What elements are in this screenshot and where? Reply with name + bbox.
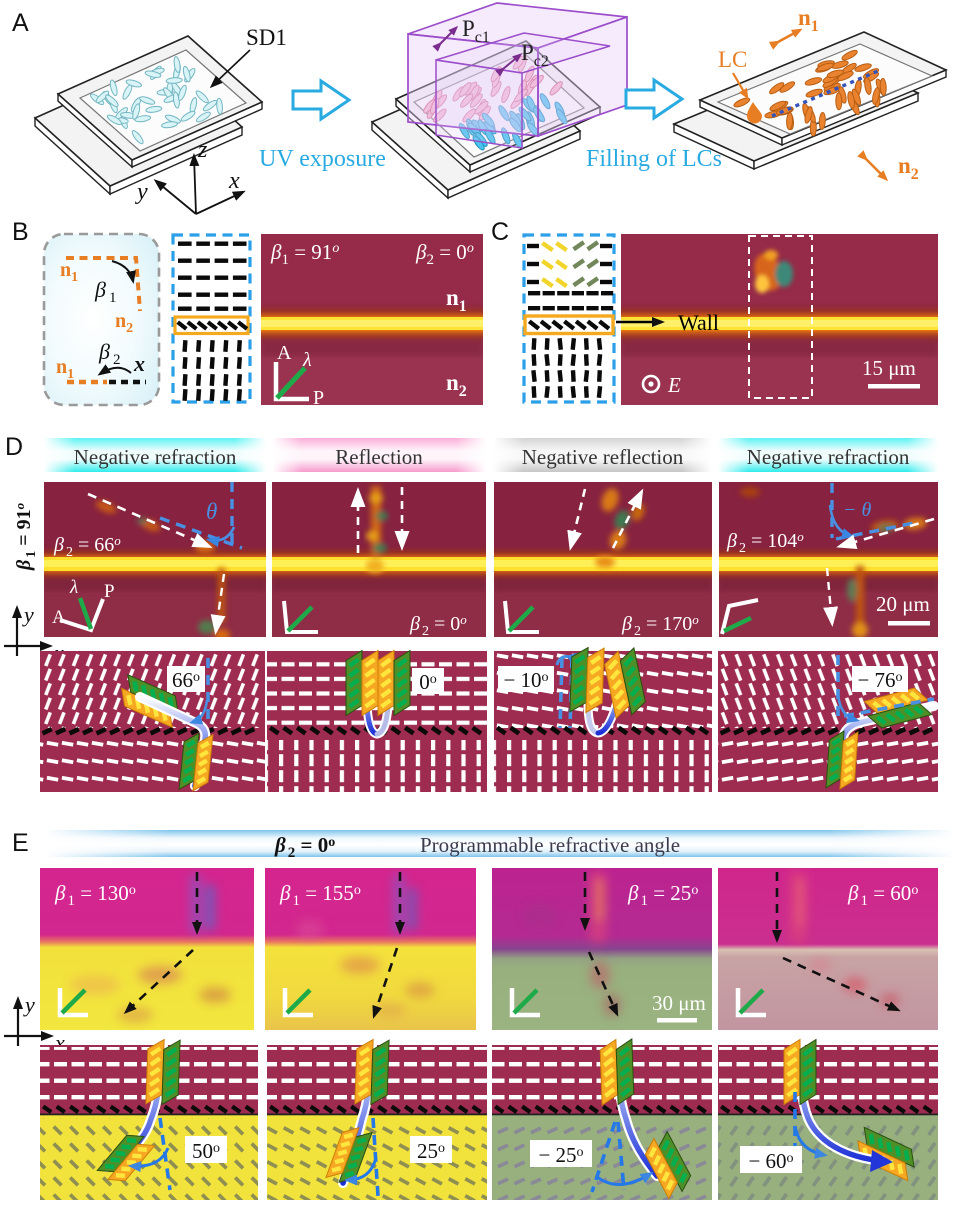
svg-text:x: x [54,1030,65,1055]
svg-text:LC: LC [718,47,747,72]
svg-text:λ: λ [302,349,312,371]
svg-text:D: D [5,433,23,461]
svg-text:− θ: − θ [843,499,871,521]
svg-text:Negative reflection: Negative reflection [522,445,684,469]
svg-text:β2 = 104o: β2 = 104o [726,529,804,556]
svg-text:y: y [22,602,34,627]
svg-text:15 μm: 15 μm [862,356,916,380]
svg-text:B: B [12,218,29,246]
svg-text:Wall: Wall [678,310,719,335]
svg-text:Reflection: Reflection [335,445,423,469]
svg-text:30 μm: 30 μm [652,991,706,1015]
svg-text:β2 = 0o: β2 = 0o [274,833,335,861]
svg-text:20 μm: 20 μm [876,592,930,616]
svg-text:UV exposure: UV exposure [259,146,386,172]
svg-text:θ: θ [206,499,217,524]
svg-text:y: y [23,992,35,1017]
svg-text:β2 = 66o: β2 = 66o [53,533,121,560]
svg-text:β1 = 91o: β1 = 91o [270,240,339,268]
svg-text:− 76o: − 76o [857,668,902,692]
svg-text:n1: n1 [798,5,819,35]
svg-text:E: E [12,829,29,857]
svg-text:C: C [491,218,509,246]
svg-text:x: x [228,168,240,194]
svg-text:A: A [52,607,66,628]
svg-text:β1 = 25o: β1 = 25o [627,881,698,909]
svg-text:Programmable refractive angle: Programmable refractive angle [420,833,680,857]
svg-text:β1 = 91o: β1 = 91o [12,502,39,571]
svg-text:n2: n2 [898,153,919,183]
svg-text:− 60o: − 60o [748,1149,793,1173]
svg-text:β1 = 60o: β1 = 60o [847,881,918,909]
svg-text:y: y [135,179,148,205]
svg-text:− 10o: − 10o [503,668,548,692]
svg-text:z: z [197,137,208,163]
svg-text:A: A [12,9,29,37]
svg-text:λ: λ [69,577,78,598]
svg-text:Negative refraction: Negative refraction [747,445,910,469]
svg-text:Negative refraction: Negative refraction [74,445,237,469]
svg-text:β2 = 0o: β2 = 0o [409,612,467,639]
svg-text:β2 = 0o: β2 = 0o [415,240,474,268]
svg-text:− 25o: − 25o [538,1143,583,1167]
svg-text:Filling of LCs: Filling of LCs [586,146,722,172]
svg-text:x: x [133,351,145,376]
svg-text:P: P [104,581,115,602]
svg-text:A: A [277,342,292,364]
svg-text:SD1: SD1 [246,25,287,50]
svg-text:P: P [313,387,324,409]
svg-text:E: E [667,373,681,397]
